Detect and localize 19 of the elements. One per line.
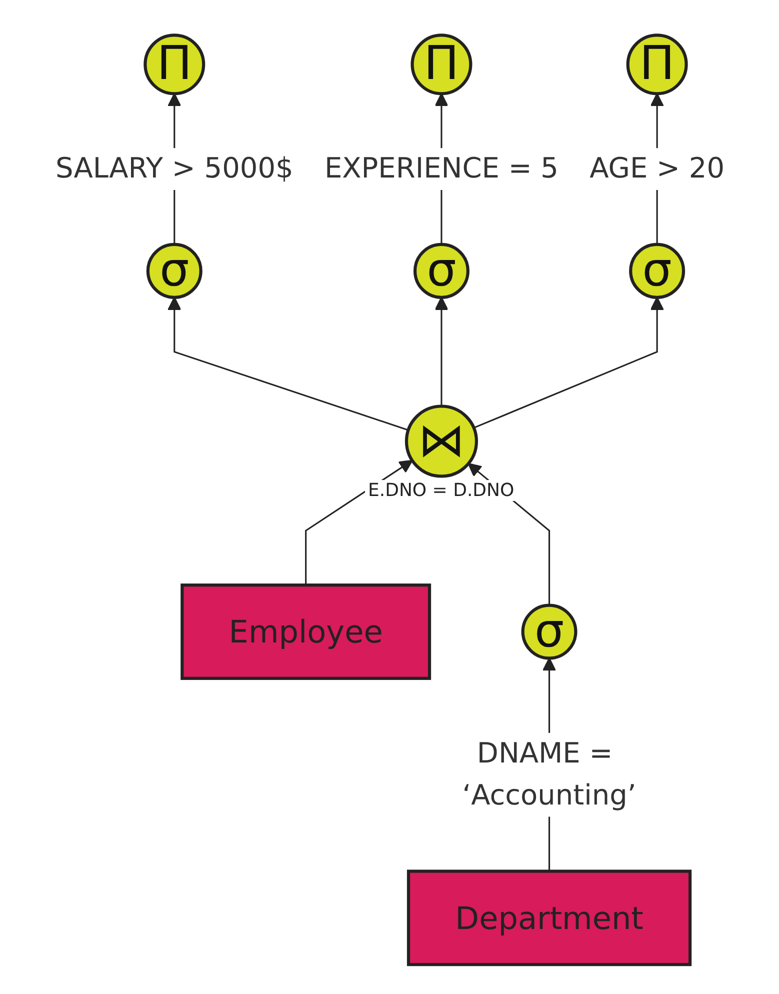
node-circle: Π [143, 34, 205, 96]
edge-label: DNAME = ‘Accounting’ [462, 737, 636, 812]
node-circle: Π [626, 34, 688, 96]
arrow [434, 296, 448, 406]
edge-label: AGE > 20 [589, 152, 724, 186]
arrow [473, 296, 664, 429]
node-circle: Π [410, 34, 472, 96]
node-box: Department [406, 870, 692, 966]
arrow [167, 296, 408, 431]
node-circle: σ [412, 242, 469, 299]
node-circle: σ [146, 242, 202, 299]
arrow [304, 460, 412, 586]
node-circle: σ [520, 604, 577, 660]
edge-label: EXPERIENCE = 5 [324, 152, 558, 186]
node-circle: ⋈ [404, 404, 478, 478]
node-circle: σ [628, 242, 685, 299]
edge-label: SALARY > 5000$ [54, 152, 293, 186]
join-condition: E.DNO = D.DNO [364, 480, 518, 502]
node-box: Employee [180, 584, 431, 680]
